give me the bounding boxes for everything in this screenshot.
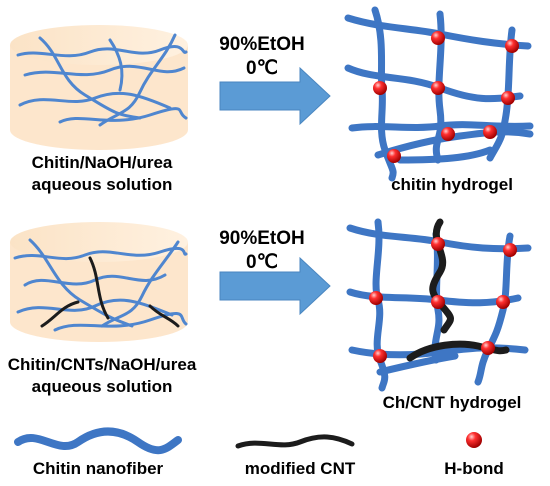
hbond-node: [483, 125, 497, 139]
bottom-solution-dish: [10, 222, 188, 342]
solution-fibers: [13, 238, 188, 332]
legend-cnt-swatch: [235, 434, 355, 449]
hbond-node: [496, 295, 510, 309]
chitin-hydrogel-network: [344, 6, 534, 182]
bottom-hydrogel-label: Ch/CNT hydrogel: [383, 393, 522, 412]
legend-hbond-label: H-bond: [444, 459, 503, 478]
hbond-node: [431, 237, 445, 251]
top-arrow-reagent: 90%EtOH: [219, 34, 305, 55]
bottom-arrow-temperature: 0℃: [246, 252, 278, 273]
hbond-node: [373, 81, 387, 95]
hbond-nodes: [373, 31, 519, 163]
top-arrow-temperature: 0℃: [246, 58, 278, 79]
solution-fibers: [16, 33, 188, 127]
bottom-solution-label-line2: aqueous solution: [32, 377, 173, 396]
legend: Chitin nanofiber modified CNT H-bond: [14, 427, 504, 478]
hbond-node: [369, 291, 383, 305]
hbond-node: [481, 341, 495, 355]
hbond-node: [501, 91, 515, 105]
legend-nanofiber-label: Chitin nanofiber: [33, 459, 164, 478]
legend-nanofiber-swatch: [14, 427, 182, 455]
top-solution-dish: [10, 25, 188, 150]
legend-hbond-swatch: [466, 432, 482, 448]
hbond-node: [373, 349, 387, 363]
dish-rim: [10, 222, 188, 262]
hbond-nodes: [369, 237, 517, 363]
top-solution-label-line2: aqueous solution: [32, 175, 173, 194]
top-solution-label-line1: Chitin/NaOH/urea: [32, 153, 173, 172]
hbond-node: [441, 127, 455, 141]
top-hydrogel-label: chitin hydrogel: [391, 175, 513, 194]
hbond-node: [431, 81, 445, 95]
hbond-node: [387, 149, 401, 163]
ch-cnt-hydrogel-network: [346, 218, 532, 392]
hbond-node: [431, 31, 445, 45]
hbond-node: [431, 295, 445, 309]
bottom-arrow: 90%EtOH 0℃: [219, 228, 331, 316]
hbond-node: [503, 243, 517, 257]
top-arrow: 90%EtOH 0℃: [219, 34, 331, 126]
bottom-arrow-reagent: 90%EtOH: [219, 228, 305, 249]
solution-cnts: [40, 256, 180, 328]
bottom-solution-label-line1: Chitin/CNTs/NaOH/urea: [8, 355, 197, 374]
hbond-node: [505, 39, 519, 53]
legend-cnt-label: modified CNT: [245, 459, 356, 478]
